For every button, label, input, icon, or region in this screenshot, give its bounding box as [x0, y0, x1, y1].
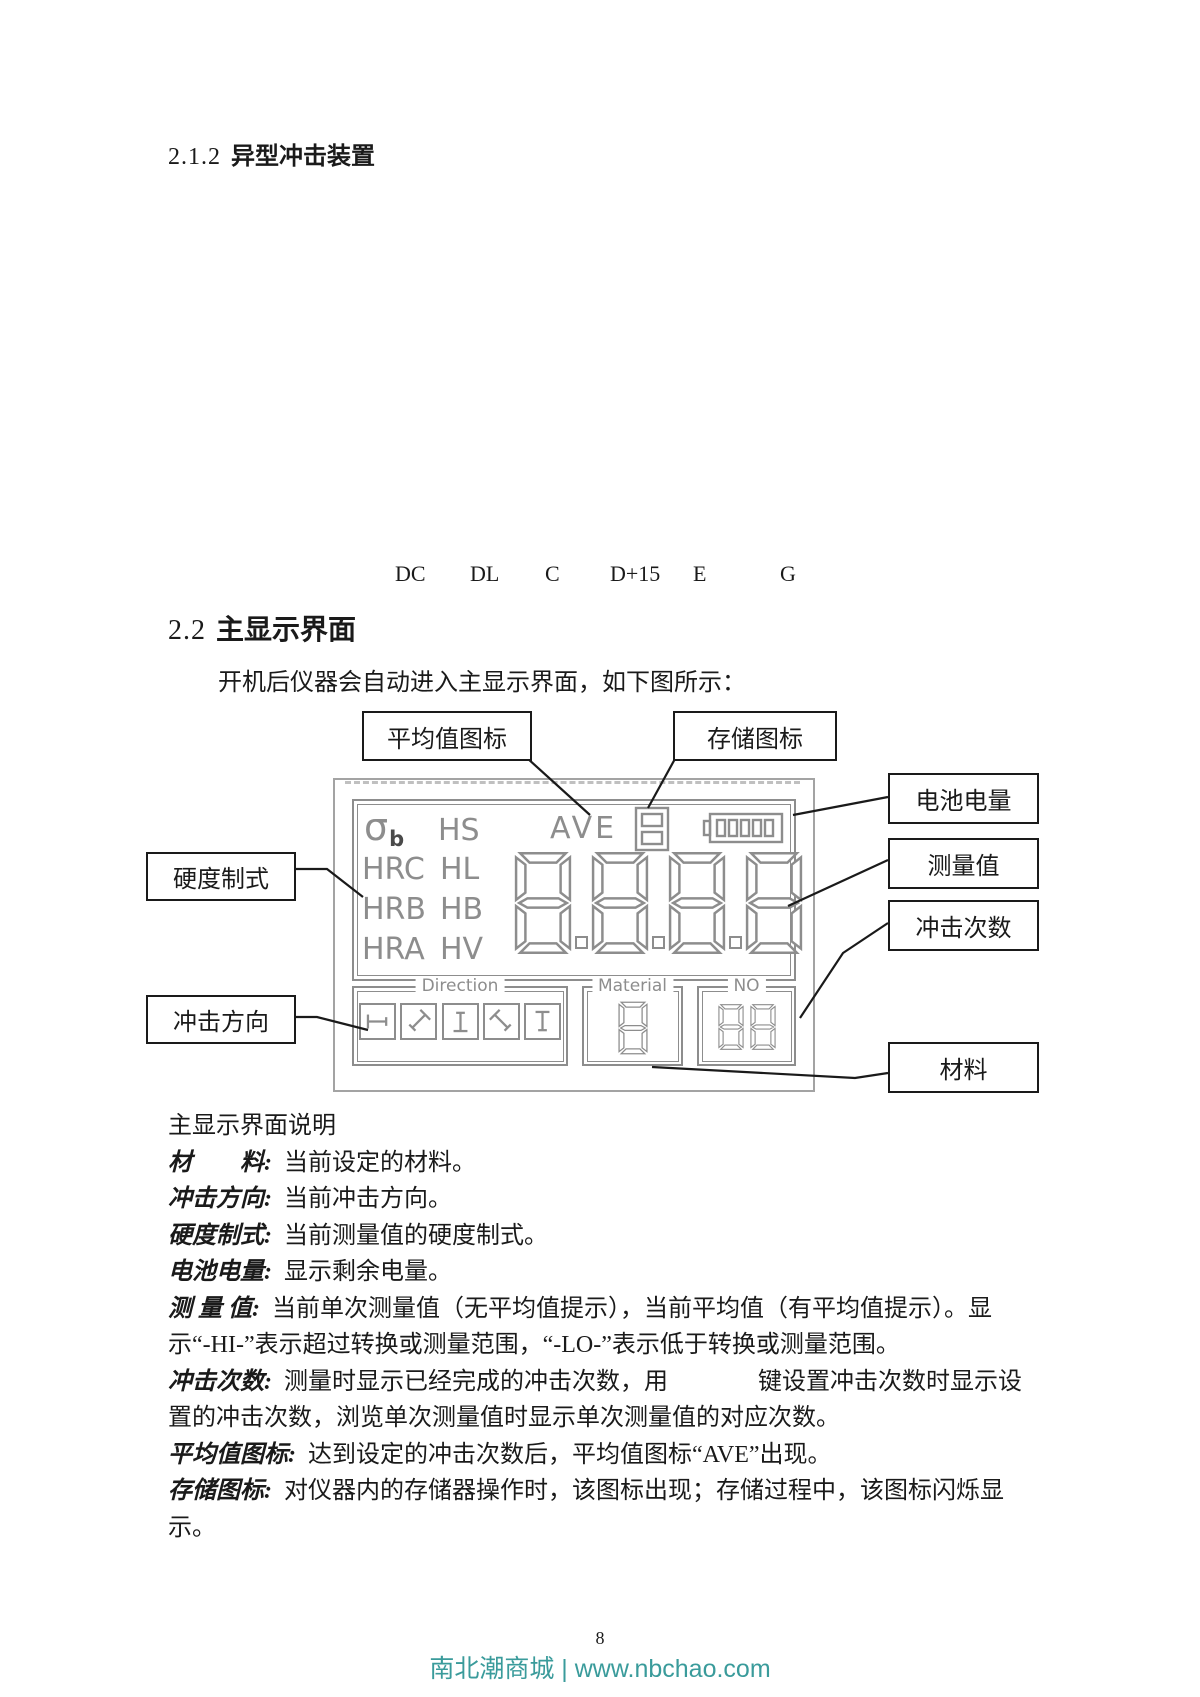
description-measurement-text: 当前单次测量值（无平均值提示），当前平均值（有平均值提示）。显示“-HI-”表示…	[168, 1295, 992, 1359]
description-impact-count: 冲击次数: 测量时显示已经完成的冲击次数，用键设置冲击次数时显示设置的冲击次数，浏…	[168, 1364, 1024, 1437]
measurement-value-digits	[514, 851, 806, 955]
section-number: 2.1.2	[168, 144, 221, 170]
page-number: 8	[595, 1628, 605, 1648]
probe-label-dl: DL	[470, 561, 500, 586]
scale-hrc: HRC	[362, 852, 425, 887]
impact-number-section: NO	[697, 976, 796, 1066]
description-average-icon: 平均值图标: 达到设定的冲击次数后，平均值图标“AVE”出现。	[168, 1437, 1024, 1474]
hardness-scale-indicators: HRC HL HRB HB HRA HV	[362, 850, 483, 970]
section-title: 主显示界面	[216, 615, 357, 646]
hs-scale-label: HS	[438, 813, 480, 848]
description-average-icon-label: 平均值图标:	[168, 1441, 296, 1468]
direction-down-icon	[524, 1003, 561, 1040]
storage-icon	[634, 806, 670, 852]
material-label: Material	[591, 976, 674, 996]
direction-icons	[359, 1003, 561, 1040]
probe-label-c: C	[545, 561, 560, 586]
probe-label-d15: D+15	[610, 561, 661, 586]
scale-hb: HB	[440, 892, 484, 927]
average-indicator: AVE	[550, 811, 618, 846]
callout-hardness-scale: 硬度制式	[146, 852, 296, 901]
description-storage-icon-text: 对仪器内的存储器操作时，该图标出现；存储过程中，该图标闪烁显示。	[168, 1478, 1004, 1541]
no-label: NO	[727, 976, 766, 996]
callout-battery-level: 电池电量	[888, 773, 1039, 824]
description-storage-icon: 存储图标:对仪器内的存储器操作时，该图标出现；存储过程中，该图标闪烁显示。	[168, 1473, 1024, 1546]
panel-top-dashed-line	[345, 781, 800, 784]
display-description: 主显示界面说明 材 料: 当前设定的材料。 冲击方向: 当前冲击方向。 硬度制式: 当…	[168, 1108, 1024, 1546]
scale-hra: HRA	[362, 932, 425, 967]
callout-storage-icon: 存储图标	[673, 711, 837, 761]
description-battery-label: 电池电量:	[168, 1259, 272, 1285]
description-impact-count-label: 冲击次数:	[168, 1368, 272, 1395]
scale-row: HRB HB	[362, 890, 483, 930]
impact-number-digits	[699, 1002, 794, 1052]
description-hardness-scale-label: 硬度制式:	[168, 1222, 272, 1249]
callout-material: 材料	[888, 1042, 1039, 1093]
probe-label-g: G	[780, 561, 796, 586]
description-measurement: 测 量 值:当前单次测量值（无平均值提示），当前平均值（有平均值提示）。显示“-…	[168, 1291, 1024, 1364]
description-material-text: 当前设定的材料。	[284, 1149, 476, 1176]
direction-diagonal-down-left-icon	[400, 1003, 438, 1040]
battery-icon	[702, 812, 784, 844]
callout-measurement-value: 测量值	[888, 838, 1039, 889]
sigma-b-symbol: σb	[364, 808, 404, 858]
section-heading-2-2: 2.2 主显示界面	[168, 608, 356, 648]
scale-hrb: HRB	[362, 892, 426, 927]
section-number: 2.2	[168, 615, 206, 646]
description-storage-icon-label: 存储图标:	[168, 1478, 272, 1504]
scale-hl: HL	[440, 852, 480, 887]
callout-impact-count: 冲击次数	[888, 900, 1039, 951]
section-intro: 开机后仪器会自动进入主显示界面，如下图所示：	[218, 670, 746, 696]
description-material: 材 料: 当前设定的材料。	[168, 1145, 1024, 1182]
probe-label-e: E	[693, 561, 707, 586]
probe-type-labels: DC DL C D+15 E G	[0, 561, 1200, 591]
description-impact-count-text-2: 键设置冲击次数时显示设置的冲击次数，浏览单次测量值时显示单次测量值的对应次数。	[168, 1368, 1022, 1432]
description-heading: 主显示界面说明	[168, 1113, 336, 1139]
scale-row: HRC HL	[362, 850, 483, 890]
scale-row: HRA HV	[362, 930, 483, 970]
direction-label: Direction	[415, 976, 505, 996]
footer-site-link: 南北潮商城 | www.nbchao.com	[429, 1655, 771, 1683]
description-material-label: 材 料:	[168, 1149, 272, 1176]
description-impact-direction-text: 当前冲击方向。	[284, 1186, 452, 1212]
section-heading-2-1-2: 2.1.2 异型冲击装置	[168, 136, 375, 171]
description-hardness-scale-text: 当前测量值的硬度制式。	[284, 1222, 548, 1249]
direction-section: Direction	[352, 976, 568, 1066]
description-battery: 电池电量: 显示剩余电量。	[168, 1254, 1024, 1291]
description-impact-count-text-1: 测量时显示已经完成的冲击次数，用	[284, 1368, 668, 1395]
callout-average-icon: 平均值图标	[362, 711, 532, 761]
description-measurement-label: 测 量 值:	[168, 1295, 260, 1322]
description-average-icon-text: 达到设定的冲击次数后，平均值图标“AVE”出现。	[308, 1441, 832, 1468]
material-digit	[584, 1000, 681, 1056]
direction-diagonal-down-right-icon	[482, 1003, 520, 1040]
description-impact-direction-label: 冲击方向:	[168, 1186, 272, 1212]
direction-up-icon	[441, 1003, 479, 1040]
description-hardness-scale: 硬度制式: 当前测量值的硬度制式。	[168, 1218, 1024, 1255]
description-battery-text: 显示剩余电量。	[284, 1259, 452, 1285]
callout-impact-direction: 冲击方向	[146, 995, 296, 1044]
sigma-glyph: σ	[364, 805, 389, 849]
scale-hv: HV	[440, 932, 484, 967]
section-title: 异型冲击装置	[231, 144, 375, 170]
probe-label-dc: DC	[395, 561, 426, 586]
description-impact-direction: 冲击方向: 当前冲击方向。	[168, 1181, 1024, 1218]
material-section: Material	[582, 976, 683, 1066]
sigma-subscript: b	[389, 827, 405, 851]
direction-right-icon	[359, 1003, 396, 1040]
callout-leader-lines	[292, 747, 889, 1080]
